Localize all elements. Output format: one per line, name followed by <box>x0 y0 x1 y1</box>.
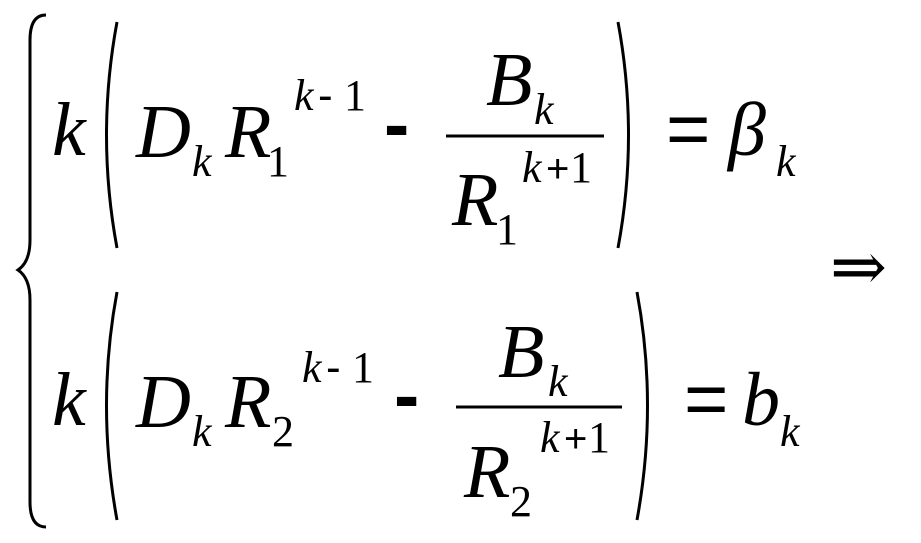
eq1-B: B <box>486 38 532 122</box>
eq2-denominator-R: R <box>463 430 510 514</box>
eq2-k: k <box>52 358 87 442</box>
eq2-exponent-1: 1 <box>352 343 374 392</box>
eq2-B: B <box>498 310 544 394</box>
eq1-minus: - <box>384 82 409 167</box>
eq1-D: D <box>135 90 191 174</box>
eq2-right-paren <box>635 291 649 521</box>
eq1-denominator-exponent-1: 1 <box>570 143 592 192</box>
eq1-exponent-1: 1 <box>344 71 366 120</box>
eq1-R-subscript: 1 <box>267 137 289 186</box>
eq2-exponent-k: k <box>302 343 323 392</box>
eq1-left-paren <box>105 21 119 249</box>
equation-1: k D k R 1 k - 1 - B k R 1 k + 1 = β k <box>52 21 797 254</box>
eq2-exponent-minus: - <box>326 343 341 392</box>
eq1-rhs-beta: β <box>726 88 766 172</box>
eq1-R: R <box>224 90 271 174</box>
eq2-R-subscript: 2 <box>272 407 294 456</box>
eq2-B-subscript: k <box>548 357 569 406</box>
eq2-minus: - <box>394 353 419 438</box>
eq2-denominator-exponent-k: k <box>540 413 561 462</box>
eq1-equals: = <box>666 87 710 172</box>
eq1-exponent-k: k <box>294 71 315 120</box>
eq2-rhs-subscript: k <box>780 407 801 456</box>
system-left-brace <box>15 13 47 529</box>
eq1-k: k <box>52 88 87 172</box>
implies-arrow: ⇒ <box>830 229 887 305</box>
eq1-denominator-R: R <box>451 158 498 242</box>
eq2-D: D <box>135 360 191 444</box>
eq1-denominator-exponent-plus: + <box>546 147 569 191</box>
eq1-D-subscript: k <box>192 137 213 186</box>
eq1-denominator-R-subscript: 1 <box>496 205 518 254</box>
eq2-rhs-b: b <box>742 358 780 442</box>
eq1-B-subscript: k <box>534 85 555 134</box>
eq1-exponent-minus: - <box>318 71 333 120</box>
eq2-denominator-exponent-plus: + <box>564 417 587 461</box>
eq2-D-subscript: k <box>192 407 213 456</box>
eq2-equals: = <box>684 357 728 442</box>
eq2-R: R <box>224 360 271 444</box>
equation-2: k D k R 2 k - 1 - B k R 2 k + 1 = b k <box>52 291 801 526</box>
eq2-left-paren <box>105 291 119 521</box>
eq1-denominator-exponent-k: k <box>522 143 543 192</box>
eq1-rhs-subscript: k <box>776 137 797 186</box>
eq1-right-paren <box>616 21 630 249</box>
eq2-denominator-exponent-1: 1 <box>588 413 610 462</box>
eq2-denominator-R-subscript: 2 <box>510 477 532 526</box>
